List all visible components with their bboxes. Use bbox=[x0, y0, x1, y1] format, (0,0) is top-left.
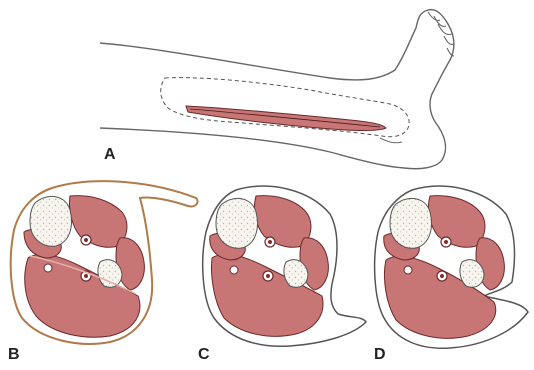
tibia-c bbox=[216, 198, 257, 248]
panel-label-c: C bbox=[198, 346, 210, 364]
panel-label-d: D bbox=[374, 346, 386, 364]
tibia-d bbox=[390, 198, 431, 248]
leg-outline bbox=[100, 10, 454, 169]
panel-label-b: B bbox=[8, 346, 20, 364]
cross-section-d bbox=[375, 186, 528, 348]
leg-drawing bbox=[100, 10, 454, 169]
cross-section-b bbox=[11, 181, 198, 344]
cross-section-c bbox=[203, 186, 366, 346]
panel-label-a: A bbox=[104, 146, 116, 164]
tibia-b bbox=[30, 196, 71, 246]
